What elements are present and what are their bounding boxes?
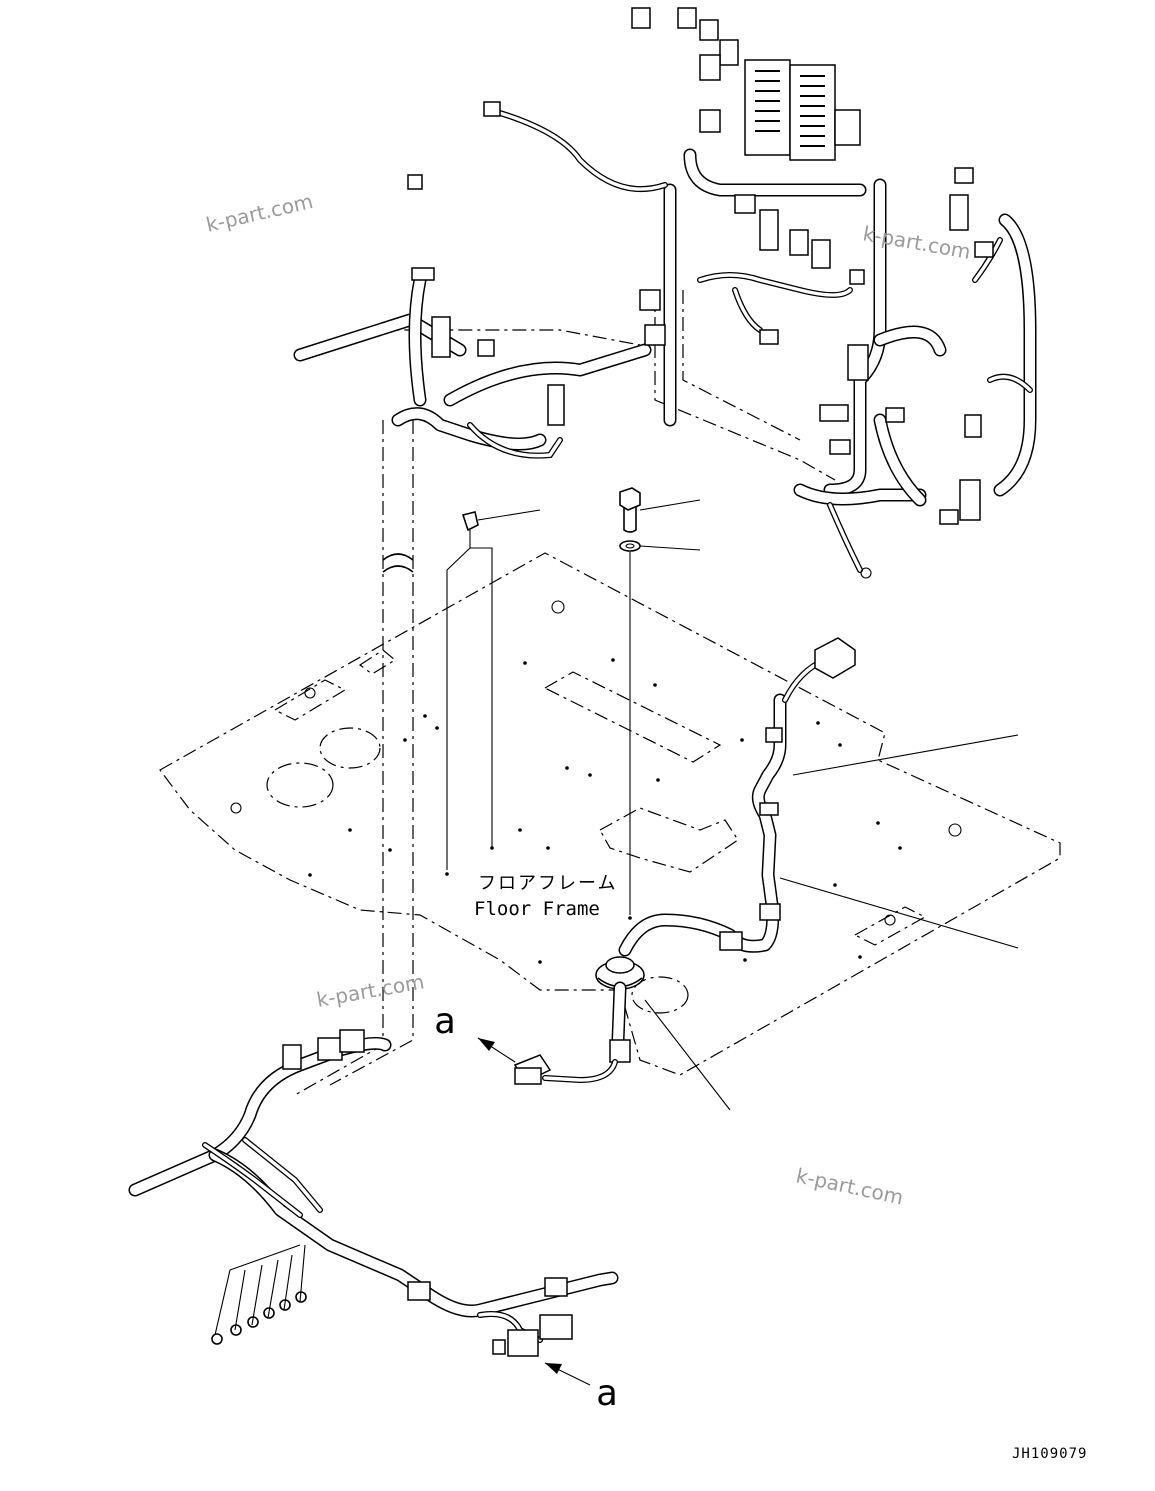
watermark: k-part.com <box>204 189 315 237</box>
upper-cab-harness <box>293 7 1037 579</box>
leader-lines <box>644 734 1019 1111</box>
clip-part <box>445 509 541 876</box>
ref-arrow-right <box>544 1362 591 1386</box>
ref-label-a-right: a <box>596 1373 618 1414</box>
harness-riser-hidden <box>294 290 836 1096</box>
drawing-number: JH109079 <box>1012 1446 1087 1462</box>
lower-main-harness <box>128 1029 619 1357</box>
floor-frame-label-jp: フロアフレーム <box>478 873 617 894</box>
watermark: k-part.com <box>794 1163 906 1209</box>
ground-ring-terminals <box>211 1244 307 1345</box>
floor-frame-outline <box>159 552 1061 1076</box>
floor-wire-part <box>513 637 856 1085</box>
floor-frame-label-en: Floor Frame <box>474 898 600 920</box>
washer-part <box>619 540 701 920</box>
floor-holes <box>308 658 902 964</box>
bolt-part <box>619 487 701 533</box>
ref-arrow-left <box>477 1037 516 1063</box>
ref-label-a-left: a <box>434 1001 456 1042</box>
watermark: k-part.com <box>315 969 426 1012</box>
